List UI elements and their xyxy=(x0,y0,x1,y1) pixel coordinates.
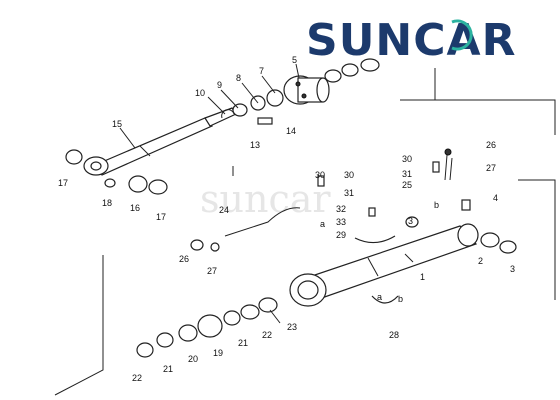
callout-23: 23 xyxy=(287,322,297,332)
callout-13: 13 xyxy=(250,140,260,150)
callout-4: 4 xyxy=(493,193,498,203)
callout-8: 8 xyxy=(236,73,241,83)
logo-text: SUNCAR xyxy=(306,15,516,66)
callout-5: 5 xyxy=(292,55,297,65)
callout-14: 14 xyxy=(286,126,296,136)
ref-a-upper: a xyxy=(320,219,325,229)
frame-lines xyxy=(54,68,556,396)
watermark-text: suncar xyxy=(200,177,331,221)
callout-28: 28 xyxy=(389,330,399,340)
cylinder-tube xyxy=(289,223,517,307)
leader-lines xyxy=(119,63,414,324)
callout-30-right: 30 xyxy=(402,154,412,164)
tube-clamps xyxy=(354,235,399,304)
callout-17-upper-right: 17 xyxy=(156,212,166,222)
callout-26-left: 26 xyxy=(179,254,189,264)
callout-10: 10 xyxy=(195,88,205,98)
callout-16: 16 xyxy=(130,203,140,213)
callout-31-right: 31 xyxy=(402,169,412,179)
ref-a-lower: a xyxy=(377,292,382,302)
hose-lines xyxy=(210,148,453,252)
callout-32: 32 xyxy=(336,204,346,214)
callout-19: 19 xyxy=(213,348,223,358)
upper-piston-rod xyxy=(83,107,237,176)
callout-15: 15 xyxy=(112,119,122,129)
callout-33: 33 xyxy=(336,217,346,227)
callout-3-right: 3 xyxy=(510,264,515,274)
ref-b-upper: b xyxy=(434,200,439,210)
callout-29: 29 xyxy=(336,230,346,240)
callout-21-right: 21 xyxy=(238,338,248,348)
callout-labels: 5 7 8 9 10 13 14 15 16 17 17 18 24 26 27… xyxy=(58,55,515,383)
piston-rings xyxy=(221,58,380,125)
callout-27-right: 27 xyxy=(486,163,496,173)
callout-24: 24 xyxy=(219,205,229,215)
piston-head xyxy=(283,75,330,105)
callout-26-right: 26 xyxy=(486,140,496,150)
callout-7: 7 xyxy=(259,66,264,76)
logo-swoosh xyxy=(451,19,473,51)
callout-1: 1 xyxy=(420,272,425,282)
callout-21-left: 21 xyxy=(163,364,173,374)
callout-30-left-b: 30 xyxy=(344,170,354,180)
callout-18: 18 xyxy=(102,198,112,208)
callout-30-left: 30 xyxy=(315,170,325,180)
callout-3-left: 3 xyxy=(408,216,413,226)
suncar-logo: SUNCAR xyxy=(306,15,516,66)
upper-seals xyxy=(65,149,168,195)
callout-25: 25 xyxy=(402,180,412,190)
callout-31-left: 31 xyxy=(344,188,354,198)
callout-9: 9 xyxy=(217,80,222,90)
callout-22-left: 22 xyxy=(132,373,142,383)
callout-22-right: 22 xyxy=(262,330,272,340)
callout-27-left: 27 xyxy=(207,266,217,276)
callout-17-upper-left: 17 xyxy=(58,178,68,188)
ref-b-lower: b xyxy=(398,294,403,304)
bolts xyxy=(317,161,471,217)
callout-20: 20 xyxy=(188,354,198,364)
callout-2: 2 xyxy=(478,256,483,266)
lower-seals xyxy=(136,216,419,358)
